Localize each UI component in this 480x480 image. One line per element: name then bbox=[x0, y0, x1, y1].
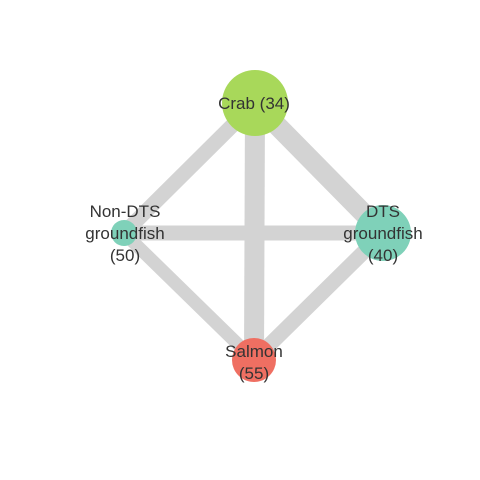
node-label-line: (50) bbox=[110, 246, 140, 265]
node-label-non-dts: Non-DTS groundfish (50) bbox=[85, 202, 164, 265]
node-label-line: groundfish bbox=[343, 224, 422, 243]
label-layer: Crab (34) Non-DTS groundfish (50) DTS groundf… bbox=[85, 94, 422, 383]
node-crab bbox=[222, 70, 288, 136]
node-layer bbox=[111, 70, 411, 382]
node-dts bbox=[355, 205, 411, 261]
node-label-line: DTS bbox=[366, 202, 400, 221]
edge-dts-salmon bbox=[248, 227, 389, 366]
node-label-crab: Crab (34) bbox=[218, 94, 290, 113]
node-label-line: Salmon bbox=[225, 342, 283, 361]
node-label-line: (55) bbox=[239, 364, 269, 383]
node-label-line: Crab (34) bbox=[218, 94, 290, 113]
node-label-line: Non-DTS bbox=[90, 202, 161, 221]
edge-non-dts-salmon bbox=[119, 228, 259, 365]
node-label-line: (40) bbox=[368, 246, 398, 265]
node-salmon bbox=[232, 338, 276, 382]
node-label-salmon: Salmon (55) bbox=[225, 342, 283, 383]
node-label-dts: DTS groundfish (40) bbox=[343, 202, 422, 265]
node-non-dts bbox=[111, 220, 137, 246]
node-label-line: groundfish bbox=[85, 224, 164, 243]
